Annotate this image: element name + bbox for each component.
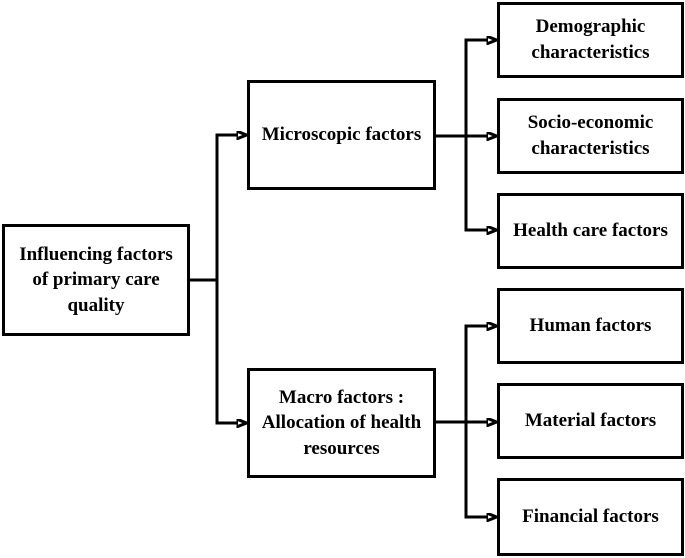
node-human-factors: Human factors: [497, 288, 684, 364]
node-demographic-characteristics: Demographic characteristics: [497, 2, 684, 78]
node-influencing-factors: Influencing factors of primary care qual…: [2, 224, 190, 336]
node-macro-factors: Macro factors : Allocation of health res…: [247, 368, 436, 478]
node-socio-economic-characteristics: Socio-economic characteristics: [497, 98, 684, 174]
node-health-care-factors: Health care factors: [497, 193, 684, 269]
node-financial-factors: Financial factors: [497, 478, 684, 556]
node-material-factors: Material factors: [497, 383, 684, 459]
node-microscopic-factors: Microscopic factors: [247, 80, 436, 190]
